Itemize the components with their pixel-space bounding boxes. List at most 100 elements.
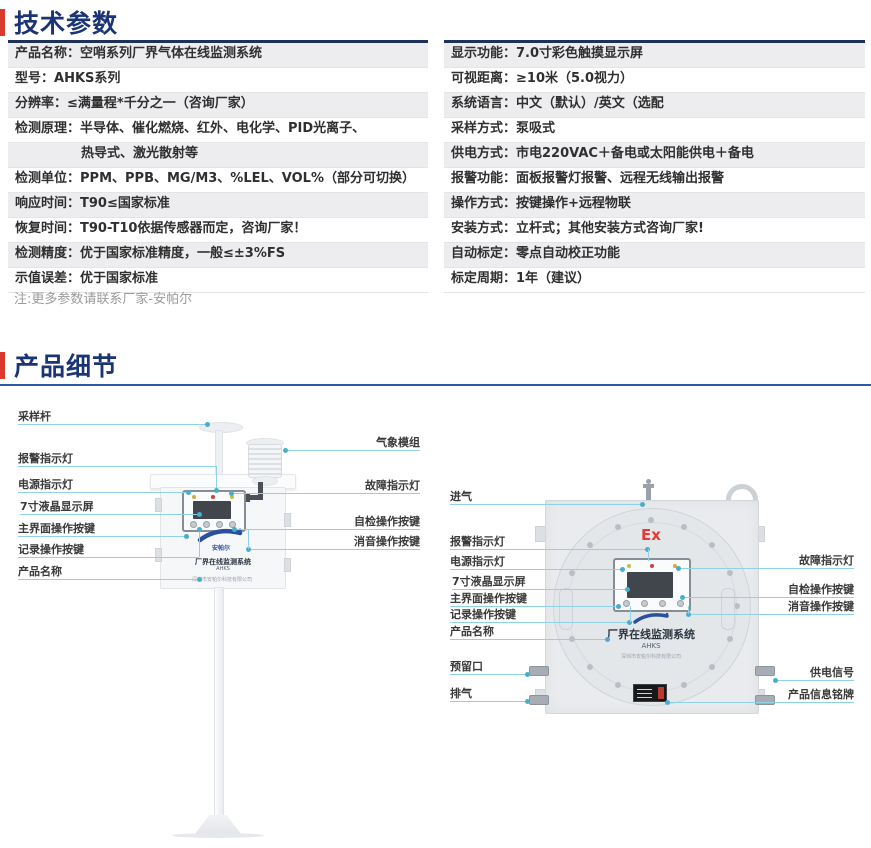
param-label: 安装方式：: [451, 221, 517, 236]
table-row: 系统语言：中文（默认）/英文（选配: [444, 93, 865, 118]
param-label: 系统语言：: [451, 96, 517, 111]
power-signal-fitting: [755, 666, 775, 676]
table-row: 分辨率：≤满量程*千分之一（咨询厂家）: [8, 93, 428, 118]
callout-power-light: 电源指示灯: [18, 478, 73, 491]
param-label: 分辨率：: [15, 96, 68, 111]
callout-line: [18, 534, 189, 539]
callout-line: [665, 700, 854, 705]
callout-line: [688, 606, 689, 614]
selfcheck-button: [659, 600, 666, 607]
table-row: 可视距离：≥10米（5.0视力）: [444, 68, 865, 93]
selfcheck-button: [216, 521, 223, 528]
param-value: 半导体、催化燃烧、红外、电化学、PID光离子、: [80, 121, 366, 136]
station-company: 深圳市安帕尔科技有限公司: [191, 577, 252, 583]
table-row: 响应时间：T90≤国家标准: [8, 193, 428, 218]
callout-line: [450, 567, 625, 572]
record-button: [203, 521, 210, 528]
door-handle-left: [559, 588, 573, 630]
callout-weather-module: 气象模组: [376, 436, 420, 449]
weather-module-pipe: [258, 482, 263, 498]
callout-record-button: 记录操作按键: [18, 543, 84, 556]
bottom-right-fitting: [755, 695, 775, 705]
callout-line: [18, 422, 210, 427]
alarm-indicator-light: [627, 564, 631, 568]
callout-sampling-rod: 采样杆: [18, 410, 51, 423]
callout-air-inlet: 进气: [450, 490, 472, 503]
param-value: 空哨系列厂界气体在线监测系统: [80, 46, 263, 61]
callout-line: [773, 678, 854, 683]
param-value: 零点自动校正功能: [516, 246, 621, 261]
param-label: 检测单位：: [15, 171, 81, 186]
cabinet-display-panel: [613, 558, 691, 612]
callout-power-signal: 供电信号: [810, 666, 854, 679]
table-row: 检测精度：优于国家标准精度，一般≤±3%FS: [8, 243, 428, 268]
pole-base: [194, 815, 242, 835]
param-label: 恢复时间：: [15, 221, 81, 236]
section-tech-header: 技术参数: [0, 5, 118, 39]
details-section-title: 产品细节: [14, 352, 119, 381]
table-row: 检测单位：PPM、PPB、MG/M3、%LEL、VOL%（部分可切换）: [8, 168, 428, 193]
param-value: 优于国家标准精度，一般≤±3%FS: [80, 246, 286, 261]
param-label: 操作方式：: [451, 196, 517, 211]
station-side-tab: [155, 548, 162, 562]
cabinet-product-title: 厂界在线监测系统: [607, 628, 695, 641]
brand-logo-swoosh: [633, 612, 669, 624]
param-label: 示值误差：: [15, 271, 81, 286]
callout-alarm-light: 报警指示灯: [450, 535, 505, 548]
weather-module-pipe: [247, 495, 263, 500]
param-value: ≥10米（5.0视力）: [516, 71, 634, 86]
weather-module-connector: [243, 493, 250, 502]
table-row: 自动标定：零点自动校正功能: [444, 243, 865, 268]
callout-main-button: 主界面操作按键: [18, 522, 95, 535]
weather-module-base: [252, 476, 278, 486]
callout-line: [450, 699, 530, 704]
callout-line: [648, 549, 649, 561]
air-inlet-fitting: [643, 484, 654, 488]
param-value: AHKS系列: [54, 71, 121, 86]
power-indicator-light: [650, 564, 654, 568]
param-value: 中文（默认）/英文（选配: [516, 96, 664, 111]
callout-product-name: 产品名称: [18, 565, 62, 578]
info-nameplate: [633, 684, 667, 702]
callout-fault-light: 故障指示灯: [365, 479, 420, 492]
red-accent-bar: [0, 8, 5, 36]
param-label: 检测精度：: [15, 246, 81, 261]
param-label: 自动标定：: [451, 246, 517, 261]
param-label: 产品名称：: [15, 46, 81, 61]
nameplate-text-line: [637, 693, 652, 694]
lcd-screen: [193, 501, 231, 519]
pole-flange: [172, 833, 264, 838]
table-row: 供电方式：市电220VAC＋备电或太阳能供电＋备电: [444, 143, 865, 168]
air-inlet-fitting: [646, 479, 651, 484]
param-value: 1年（建议）: [516, 271, 591, 286]
record-button: [641, 600, 648, 607]
param-value: PPM、PPB、MG/M3、%LEL、VOL%（部分可切换）: [80, 171, 415, 186]
param-label: 显示功能：: [451, 46, 517, 61]
callout-line: [18, 466, 216, 467]
param-label: 标定周期：: [451, 271, 517, 286]
callout-dot: [197, 527, 202, 532]
weather-module: [248, 444, 282, 478]
alarm-indicator-light: [192, 495, 196, 499]
table-row: 显示功能：7.0寸彩色触摸显示屏: [444, 43, 865, 68]
red-accent-bar: [0, 351, 5, 379]
param-value: T90≤国家标准: [80, 196, 170, 211]
callout-selfcheck-button: 自检操作按键: [788, 583, 854, 596]
param-label: 检测原理：: [15, 121, 81, 136]
table-row: 恢复时间：T90-T10依据传感器而定，咨询厂家！: [8, 218, 428, 243]
fault-indicator-light: [673, 564, 677, 568]
callout-line: [450, 620, 632, 625]
cabinet-company: 深圳市安帕尔科技有限公司: [620, 654, 681, 660]
table-row: 型号：AHKS系列: [8, 68, 428, 93]
station-side-tab: [284, 513, 291, 527]
param-value: 7.0寸彩色触摸显示屏: [516, 46, 644, 61]
callout-dot: [214, 488, 219, 493]
brand-name: 安帕尔: [211, 545, 230, 552]
callout-line: [232, 527, 420, 532]
callout-line: [18, 557, 199, 558]
callout-record-button: 记录操作按键: [450, 608, 516, 621]
section-details-header: 产品细节: [0, 348, 118, 382]
table-row: 检测原理：半导体、催化燃烧、红外、电化学、PID光离子、: [8, 118, 428, 143]
table-row: 示值误差：优于国家标准: [8, 268, 428, 293]
